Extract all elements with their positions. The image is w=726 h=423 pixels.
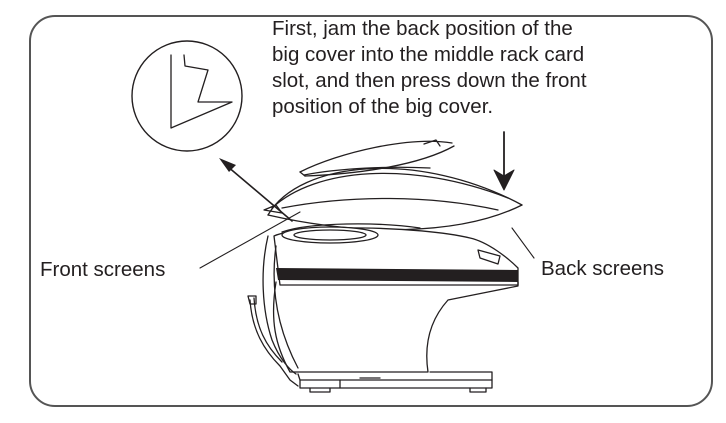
- detail-magnifier: [131, 40, 243, 152]
- instruction-line-4: position of the big cover.: [272, 95, 494, 118]
- instruction-line-2: big cover into the middle rack card: [272, 43, 585, 66]
- big-cover: [263, 166, 523, 231]
- back-screens-leader: [511, 227, 535, 259]
- back-screens-label: Back screens: [541, 257, 665, 280]
- instruction-text: First, jam the back position of the big …: [272, 16, 587, 120]
- press-down-arrow: [493, 131, 515, 191]
- rounded-frame: [29, 15, 713, 407]
- front-screens-leader: [199, 211, 301, 269]
- front-screens-label: Front screens: [40, 258, 166, 281]
- instruction-line-3: slot, and then press down the front: [272, 69, 587, 92]
- machine-body: [247, 223, 519, 393]
- small-cover: [299, 139, 455, 177]
- instruction-line-1: First, jam the back position of the: [272, 17, 573, 40]
